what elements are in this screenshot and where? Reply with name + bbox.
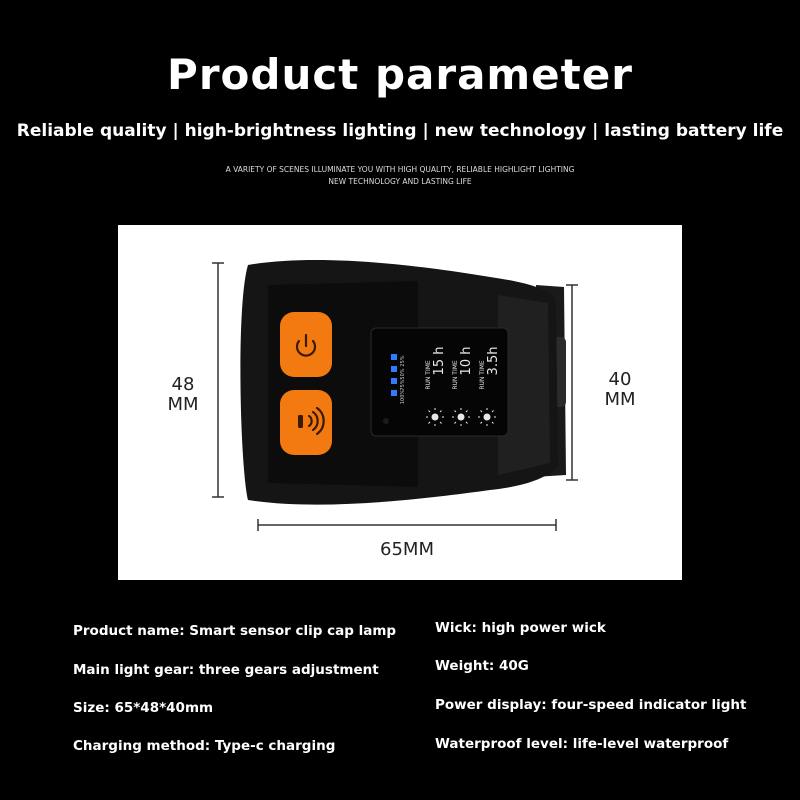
brightness-icons — [431, 413, 491, 421]
depth-unit: MM — [604, 389, 636, 410]
run-time-high: 15 h — [432, 347, 447, 376]
indicator-display — [370, 327, 509, 437]
sensor-dot — [383, 418, 389, 424]
sun-icon-low — [431, 413, 439, 421]
spec-power-display: Power display: four-speed indicator ligh… — [435, 697, 747, 713]
height-unit: MM — [167, 394, 199, 415]
level-label-3: 75% — [400, 379, 406, 390]
sun-icon-high — [483, 413, 491, 421]
run-time-label-1: RUN TIME — [425, 360, 432, 390]
height-value: 48 — [171, 374, 195, 395]
width-dimension: 65MM — [380, 539, 434, 560]
spec-charging: Charging method: Type-c charging — [73, 738, 336, 754]
run-time-label-3: RUN TIME — [479, 360, 486, 390]
spec-product-name: Product name: Smart sensor clip cap lamp — [73, 623, 397, 639]
spec-weight: Weight: 40G — [435, 658, 529, 674]
level-label-1: 25% — [400, 355, 406, 366]
body-side — [498, 295, 550, 475]
spec-light-gear: Main light gear: three gears adjustment — [73, 662, 379, 678]
sun-icon-mid — [457, 413, 465, 421]
depth-value: 40 — [608, 369, 632, 390]
subtitle-line-1: A VARIETY OF SCENES ILLUMINATE YOU WITH … — [225, 165, 575, 174]
spec-wick: Wick: high power wick — [435, 620, 606, 636]
sensor-wave-icon — [307, 414, 313, 428]
height-dimension: 48 MM — [148, 375, 218, 415]
spec-size: Size: 65*48*40mm — [73, 700, 214, 716]
tagline: Reliable quality | high-brightness light… — [16, 121, 784, 141]
spec-waterproof: Waterproof level: life-level waterproof — [435, 736, 729, 752]
lamp-illustration: 25% 50% 75% 100% RUN TIME RUN TIME RUN T… — [212, 260, 578, 531]
sensor-button — [280, 390, 332, 455]
level-leds — [391, 354, 397, 396]
run-time-label-2: RUN TIME — [452, 360, 459, 390]
subtitle-line-2: NEW TECHNOLOGY AND LASTING LIFE — [328, 177, 472, 186]
depth-dimension: 40 MM — [584, 370, 656, 410]
page-title: Product parameter — [167, 50, 633, 99]
power-icon — [295, 339, 317, 357]
run-time-low: 3.5h — [486, 347, 501, 376]
dimension-lines — [212, 262, 578, 531]
level-label-4: 100% — [400, 390, 406, 405]
product-image-panel: 25% 50% 75% 100% RUN TIME RUN TIME RUN T… — [118, 225, 682, 580]
run-time-mid: 10 h — [459, 347, 474, 376]
level-label-2: 50% — [400, 368, 406, 379]
